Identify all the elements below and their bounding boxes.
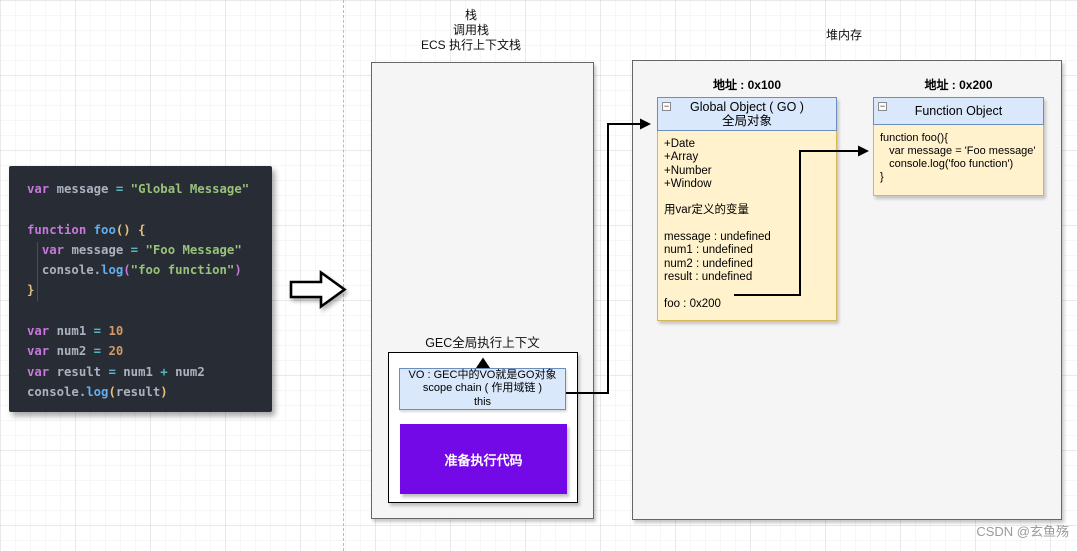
code-line bbox=[27, 199, 272, 219]
watermark: CSDN @玄鱼殇 bbox=[976, 524, 1069, 539]
text-line bbox=[664, 218, 830, 231]
global-object-box: − Global Object ( GO )全局对象 +Date+Array+N… bbox=[657, 97, 837, 321]
function-object-body: function foo(){ var message = 'Foo messa… bbox=[873, 125, 1044, 196]
text-line: foo : 0x200 bbox=[664, 297, 721, 310]
big-block-arrow bbox=[289, 269, 347, 310]
text-line: VO : GEC中的VO就是GO对象 bbox=[408, 369, 557, 382]
page-boundary-dashed-line bbox=[343, 0, 344, 551]
text-line: +Array bbox=[664, 151, 699, 164]
code-snippet-block: var message = "Global Message" function … bbox=[9, 166, 272, 412]
text-line: 栈 bbox=[464, 8, 477, 22]
indent-guide-line bbox=[37, 242, 38, 301]
prepare-execute-box: 准备执行代码 bbox=[400, 424, 567, 494]
code-line: var result = num1 + num2 bbox=[27, 364, 205, 379]
heap-title: 堆内存 bbox=[825, 28, 862, 42]
code-line: function foo() { bbox=[27, 222, 146, 237]
global-object-header: − Global Object ( GO )全局对象 bbox=[657, 97, 837, 131]
text-line: num1 : undefined bbox=[664, 244, 753, 257]
function-object-title: Function Object bbox=[914, 103, 1003, 118]
text-line bbox=[664, 191, 830, 204]
text-line: result : undefined bbox=[664, 270, 753, 283]
text-line bbox=[664, 284, 830, 297]
code-line bbox=[27, 301, 272, 321]
code-line: console.log(result) bbox=[27, 384, 168, 399]
text-line: scope chain ( 作用域链 ) bbox=[422, 382, 543, 395]
code-line: var message = "Global Message" bbox=[27, 182, 250, 196]
text-line: message : undefined bbox=[664, 231, 771, 244]
prepare-execute-label: 准备执行代码 bbox=[444, 452, 523, 468]
text-line: 全局对象 bbox=[721, 114, 772, 128]
code-line: } bbox=[27, 283, 35, 298]
code-line: var num1 = 10 bbox=[27, 324, 124, 339]
text-line: 用var定义的变量 bbox=[664, 204, 749, 217]
text-line: this bbox=[473, 395, 492, 408]
text-line: +Date bbox=[664, 138, 696, 150]
text-line: function foo(){ bbox=[880, 132, 948, 144]
function-object-box: − Function Object function foo(){ var me… bbox=[873, 97, 1044, 196]
collapse-minus-icon: − bbox=[662, 101, 671, 111]
text-line: +Number bbox=[664, 164, 712, 177]
global-object-body: +Date+Array+Number+Window 用var定义的变量 mess… bbox=[657, 131, 837, 321]
text-line: 调用栈 bbox=[452, 23, 489, 37]
text-line: } bbox=[880, 171, 884, 183]
function-object-header: − Function Object bbox=[873, 97, 1044, 125]
address-label-0x200: 地址 : 0x200 bbox=[924, 78, 993, 92]
text-line: console.log('foo function') bbox=[880, 158, 1014, 170]
text-line: +Window bbox=[664, 177, 712, 190]
text-line: num2 : undefined bbox=[664, 257, 753, 270]
collapse-minus-icon: − bbox=[878, 101, 887, 111]
code-line: var num2 = 20 bbox=[27, 344, 124, 359]
text-line: var message = 'Foo message' bbox=[880, 145, 1036, 157]
text-line: Global Object ( GO ) bbox=[690, 99, 804, 114]
address-label-0x100: 地址 : 0x100 bbox=[712, 78, 782, 92]
code-line: console.log("foo function") bbox=[41, 263, 242, 278]
text-line: ECS 执行上下文栈 bbox=[420, 38, 521, 52]
code-line: var message = "Foo Message" bbox=[41, 242, 242, 257]
gec-label: GEC全局执行上下文 bbox=[425, 336, 540, 350]
code-lines: var message = "Global Message" function … bbox=[27, 179, 272, 402]
